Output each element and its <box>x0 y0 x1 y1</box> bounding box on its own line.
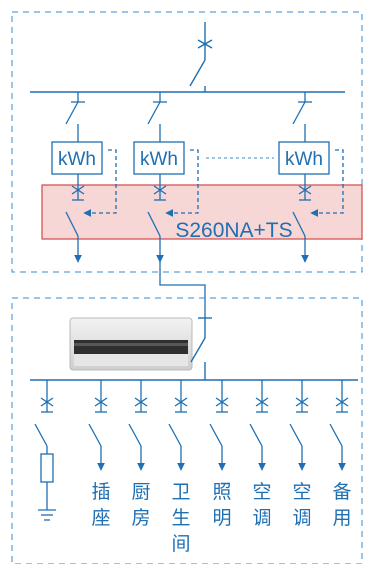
circuit-branch-2 <box>128 380 148 471</box>
meter-label-3: kWh <box>285 149 323 170</box>
meter-box-boundary <box>11 11 363 273</box>
circuit-label-6-char-1: 空 <box>292 481 311 503</box>
meter-branch-2 <box>133 92 199 263</box>
circuit-label-1-char-1: 插 <box>91 481 110 503</box>
circuit-branch-3 <box>168 380 188 471</box>
circuit-branch-7 <box>329 380 349 471</box>
meter-label-2: kWh <box>140 149 178 170</box>
circuit-branch-5 <box>249 380 269 471</box>
circuit-label-5-char-1: 空 <box>252 481 271 503</box>
circuit-label-3-char-2: 生 <box>171 507 190 529</box>
circuit-branch-1 <box>88 380 108 471</box>
circuit-label-6-char-2: 调 <box>292 507 311 529</box>
distribution-main-switch <box>190 317 212 380</box>
circuit-label-7-char-1: 备 <box>332 481 351 503</box>
circuit-label-4-char-2: 明 <box>212 507 231 529</box>
earth-branch <box>34 380 56 521</box>
circuit-label-2-char-2: 房 <box>131 507 150 529</box>
breaker-model-label: S260NA+TS <box>175 219 292 242</box>
feeder-line <box>159 262 206 318</box>
breaker-module-photo <box>69 317 193 371</box>
circuit-label-2-char-1: 厨 <box>131 481 150 503</box>
circuit-label-3-char-1: 卫 <box>171 481 190 503</box>
incoming-switch <box>189 22 213 92</box>
meter-branch-1 <box>51 92 117 263</box>
rcd-breaker-band <box>41 184 363 240</box>
circuit-branch-6 <box>289 380 309 471</box>
meter-label-1: kWh <box>58 149 96 170</box>
circuit-label-5-char-2: 调 <box>252 507 271 529</box>
circuit-label-7-char-2: 用 <box>332 507 351 529</box>
circuit-label-1-char-2: 座 <box>91 507 110 529</box>
circuit-branches <box>88 380 349 471</box>
circuit-label-3-char-3: 间 <box>171 533 190 555</box>
circuit-branch-4 <box>209 380 229 471</box>
meter-branch-3 <box>278 92 344 263</box>
circuit-label-4-char-1: 照 <box>212 481 231 503</box>
